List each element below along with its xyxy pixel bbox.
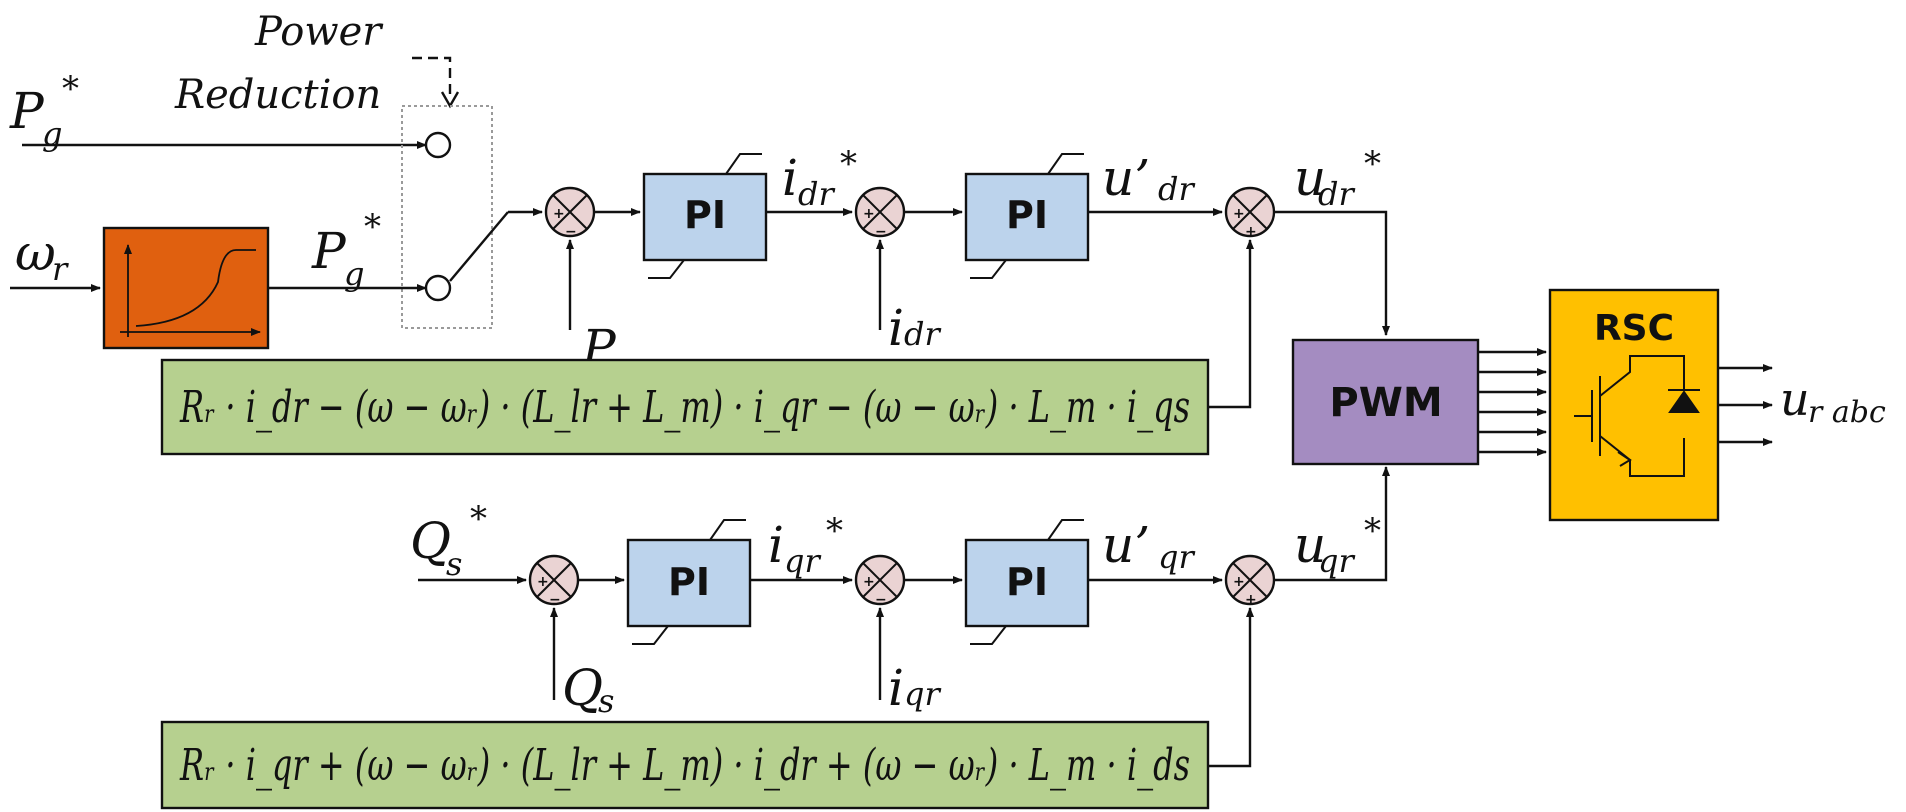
q-axis-decoupling-equation: Rᵣ · i_qr + (ω − ωᵣ) · (L_lr + L_m) · i_…: [179, 740, 1190, 791]
d-axis-decoupling-block: [160, 358, 1210, 456]
iqr-feedback-label: i: [888, 659, 904, 717]
sum-junction-d3: + +: [1224, 186, 1276, 240]
qs-feedback-sub: s: [598, 682, 614, 720]
idr-ref-sup: *: [840, 144, 857, 184]
pg-ref-main-sub: g: [42, 115, 62, 153]
udr-prime-sub: dr: [1158, 170, 1195, 208]
sum-d1-minus: −: [565, 224, 577, 240]
pi-block-d-current: PI: [964, 153, 1090, 279]
udr-ref-sub: dr: [1318, 175, 1355, 213]
uqr-prime-sub: qr: [1158, 538, 1195, 576]
power-reduction-label-line2: Reduction: [174, 72, 381, 118]
pi-block-q-reactive: PI: [626, 519, 752, 645]
q-axis-decoupling-wire: [1208, 607, 1254, 768]
pwm-block-label: PWM: [1329, 380, 1442, 426]
sum-q1-plus: +: [537, 574, 549, 590]
iqr-feedback-sub: qr: [904, 675, 941, 713]
d-axis-decoupling-wire: [1208, 239, 1254, 409]
sum-d3-plus-left: +: [1233, 206, 1245, 222]
idr-ref-sub: dr: [798, 175, 835, 213]
pi-block-d-power: PI: [642, 153, 768, 279]
pwm-gate-signals: [1478, 348, 1547, 456]
qs-ref-label: Q: [410, 512, 451, 570]
ur-abc-label: u: [1780, 372, 1810, 426]
sum-q2-plus: +: [863, 574, 875, 590]
sum-junction-d2: + −: [854, 186, 906, 240]
qs-ref-sup: *: [470, 499, 487, 539]
pi-block-q-reactive-label: PI: [668, 560, 710, 604]
d-axis-decoupling-equation: Rᵣ · i_dr − (ω − ωᵣ) · (L_lr + L_m) · i_…: [179, 382, 1190, 433]
q-axis-decoupling-block: [160, 720, 1210, 810]
power-reduction-dashed-arrowhead: [440, 91, 460, 109]
sum-q3-plus-bottom: +: [1245, 592, 1257, 608]
sum-q2-minus: −: [875, 592, 887, 608]
sum-d1-plus: +: [553, 206, 565, 222]
sum-junction-d1: + −: [544, 186, 596, 240]
pi-block-q-current-label: PI: [1006, 560, 1048, 604]
sum-d3-plus-bottom: +: [1245, 224, 1257, 240]
omega-r-label: ω: [15, 224, 56, 282]
pg-ref-curve-sub: g: [344, 255, 364, 293]
pg-ref-main-label: P: [9, 82, 45, 140]
udr-ref-label: u: [1294, 149, 1326, 207]
rsc-block-label: RSC: [1594, 308, 1674, 349]
pi-block-d-current-label: PI: [1006, 193, 1048, 237]
udr-prime-label: u’: [1102, 149, 1150, 207]
igbt-diode-icon: [1574, 355, 1700, 477]
iqr-ref-sup: *: [826, 511, 843, 551]
uqr-prime-label: u’: [1102, 516, 1150, 574]
iqr-ref-sub: qr: [784, 542, 821, 580]
pg-ref-curve-sup: *: [364, 207, 381, 247]
rsc-output-phases: [1718, 364, 1773, 446]
sum-q3-plus-left: +: [1233, 574, 1245, 590]
uqr-ref-label: u: [1294, 516, 1326, 574]
pg-ref-curve-label: P: [311, 222, 347, 280]
sum-junction-q3: + +: [1224, 554, 1276, 608]
udr-ref-sup: *: [1364, 144, 1381, 184]
sum-q1-minus: −: [549, 592, 561, 608]
omega-r-sub: r: [52, 250, 69, 288]
iqr-ref-label: i: [768, 516, 784, 574]
switch-contact-bottom: [424, 274, 452, 302]
sum-d2-plus: +: [863, 206, 875, 222]
udr-ref-wire: [1274, 210, 1390, 336]
sum-junction-q2: + −: [854, 554, 906, 608]
power-curve-trace: [135, 249, 256, 327]
power-reduction-dashed-arrow: [412, 56, 452, 100]
idr-feedback-sub: dr: [904, 315, 941, 353]
switch-lever: [449, 211, 509, 282]
idr-ref-label: i: [782, 149, 798, 207]
ur-abc-sub: r abc: [1808, 395, 1886, 430]
power-reduction-label-line1: Power: [254, 9, 384, 55]
pwm-block: [1291, 338, 1480, 466]
qs-ref-sub: s: [446, 545, 462, 583]
idr-feedback-label: i: [888, 299, 904, 357]
uqr-ref-sub: qr: [1318, 542, 1355, 580]
uqr-ref-wire: [1274, 466, 1390, 582]
pi-block-q-current: PI: [964, 519, 1090, 645]
power-reduction-switch-frame: [401, 105, 493, 329]
qs-feedback-label: Q: [562, 659, 603, 717]
pi-block-d-power-label: PI: [684, 193, 726, 237]
uqr-ref-sup: *: [1364, 511, 1381, 551]
sum-junction-q1: + −: [528, 554, 580, 608]
pg-ref-main-sup: *: [62, 69, 79, 109]
sum-d2-minus: −: [875, 224, 887, 240]
switch-contact-top: [424, 131, 452, 159]
